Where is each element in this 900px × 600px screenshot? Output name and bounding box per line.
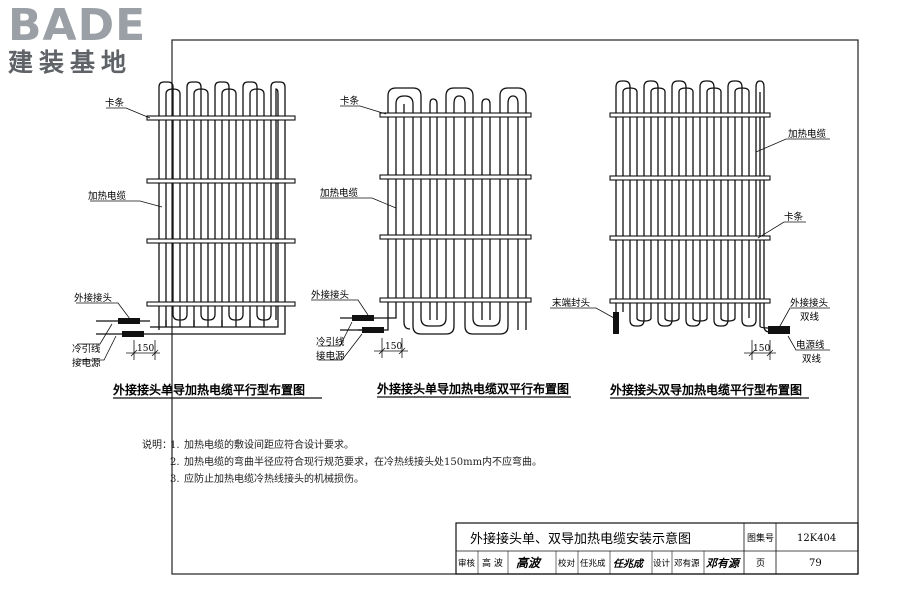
note-item-2: 2. 加热电缆的弯曲半径应符合现行规范要求，在冷热线接头处150mm内不应弯曲。 (142, 454, 542, 471)
note-text: 应防止加热电缆冷热线接头的机械损伤。 (184, 474, 364, 485)
title-block-check-label: 校对 (558, 558, 576, 569)
diagram-1-label-external-joint: 外接接头 (74, 292, 112, 304)
title-block (455, 522, 859, 575)
diagram-2-label-clip: 卡条 (340, 95, 360, 107)
title-block-page-number: 79 (809, 558, 822, 569)
diagram-2-external-joint (352, 315, 374, 321)
title-block-review-label: 审核 (458, 558, 476, 569)
note-item-3: 3. 应防止加热电缆冷热线接头的机械损伤。 (142, 471, 542, 488)
diagram-2-label-power-joint: 接电源 (316, 350, 345, 362)
title-block-designer: 邓有源 (674, 558, 700, 569)
diagram-1-power-joint (122, 331, 144, 337)
logo-brand: BADE (8, 0, 147, 51)
diagram-2-clip (379, 297, 532, 303)
diagram-1-cable-inner-joins (165, 320, 251, 327)
title-block-design-label: 设计 (653, 558, 671, 569)
diagram-3-label-end-cap: 末端封头 (552, 297, 590, 309)
notes-lead: 说明： (142, 440, 172, 451)
logo: BADE 建装基地 (8, 2, 178, 78)
diagram-2-label-external-joint: 外接接头 (311, 289, 349, 301)
diagram-1-clips (146, 115, 296, 307)
logo-subtitle: 建装基地 (8, 48, 133, 77)
title-block-atlas-number: 12K404 (797, 533, 836, 544)
diagram-3-clip (609, 175, 771, 181)
diagram-3-label-double-wire: 双线 (800, 311, 820, 323)
title-block-title: 外接接头单、双导加热电缆安装示意图 (470, 531, 691, 547)
diagram-2: 卡条 加热电缆 外接接头 冷引线 接电源 150 外接接头单导加热电缆双平行布置… (311, 87, 571, 398)
title-block-page-label: 页 (756, 558, 765, 569)
diagram-3-cable-inner (622, 92, 790, 329)
diagram-1-cable (140, 81, 286, 335)
diagram-1-dimension-label: 150 (137, 344, 154, 354)
diagram-2-clips (379, 112, 532, 303)
diagram-3-dimension-label: 150 (753, 344, 770, 354)
diagram-3-label-external-joint: 外接接头 (790, 297, 828, 309)
diagram-3-label-power-line: 电源线 (796, 339, 825, 351)
title-block-reviewer: 高 波 (482, 557, 503, 569)
diagram-3-cable (615, 80, 790, 333)
note-text: 加热电缆的弯曲半径应符合现行规范要求，在冷热线接头处150mm内不应弯曲。 (184, 457, 543, 468)
note-number: 2. (170, 457, 180, 468)
diagram-1-label-clip: 卡条 (105, 97, 125, 109)
diagram-3-label-cable: 加热电缆 (788, 128, 827, 140)
note-number: 3. (170, 474, 180, 485)
diagram-1: 卡条 加热电缆 外接接头 冷引线 接电源 150 外接接头单导加热电缆平行型布置… (72, 81, 322, 399)
diagram-2-cable (358, 87, 527, 335)
diagram-1-leaders (76, 107, 163, 361)
note-item-1: 说明：1. 加热电缆的敷设间距应符合设计要求。 (142, 437, 542, 454)
diagram-2-dimension (374, 338, 408, 358)
notes: 说明：1. 加热电缆的敷设间距应符合设计要求。 2. 加热电缆的弯曲半径应符合现行规… (142, 437, 542, 488)
title-block-designer-signature: 邓有源 (706, 557, 741, 570)
diagram-1-clip (146, 301, 296, 307)
diagram-3-caption: 外接接头双导加热电缆平行型布置图 (610, 382, 802, 397)
diagram-1-external-joint (118, 318, 140, 324)
diagram-3-label-double-wire-2: 双线 (802, 353, 822, 365)
diagram-2-label-cold-lead: 冷引线 (316, 336, 345, 348)
diagram-2-caption: 外接接头单导加热电缆双平行布置图 (377, 381, 569, 396)
diagram-3: 加热电缆 卡条 末端封头 外接接头 双线 电源线 双线 150 外接接头双导加热… (550, 80, 830, 399)
diagram-3-cable-inner-bends (622, 87, 750, 322)
diagram-3-cable-outer (615, 80, 790, 333)
diagram-1-dimension (126, 340, 160, 360)
diagram-3-clip (609, 112, 771, 118)
diagram-1-label-cold-lead: 冷引线 (72, 343, 101, 355)
diagram-3-end-cap (613, 312, 619, 334)
diagram-2-power-joint (362, 327, 384, 333)
title-block-atlas-label: 图集号 (747, 532, 774, 544)
diagram-1-cable-inner (150, 88, 279, 328)
diagram-1-caption: 外接接头单导加热电缆平行型布置图 (113, 382, 305, 397)
diagram-1-cable-inner-bends (165, 88, 265, 95)
diagram-2-dimension-label: 150 (385, 342, 402, 352)
note-text: 加热电缆的敷设间距应符合设计要求。 (184, 440, 354, 451)
note-number: 1. (170, 440, 180, 451)
diagram-2-clip (379, 234, 532, 240)
diagram-1-clip (146, 238, 296, 244)
diagram-3-leaders (550, 138, 830, 351)
diagram-3-label-clip: 卡条 (784, 211, 804, 223)
diagram-2-label-cable: 加热电缆 (320, 187, 359, 199)
diagram-3-clips (609, 112, 771, 304)
title-block-checker-signature: 任兆成 (613, 558, 645, 570)
diagram-3-dimension (744, 340, 776, 360)
diagram-1-clip (146, 115, 296, 121)
diagram-1-label-power-joint: 接电源 (72, 357, 101, 369)
title-block-reviewer-signature: 高波 (516, 556, 542, 570)
diagram-1-joints (96, 318, 150, 337)
diagram-3-clip (609, 235, 771, 241)
diagram-3-external-joint (768, 326, 790, 334)
diagram-2-leaders (311, 105, 397, 361)
diagram-2-cable-inner (360, 95, 519, 335)
diagram-3-clip (609, 298, 771, 304)
diagram-2-clip (379, 112, 532, 118)
diagram-1-label-cable: 加热电缆 (88, 190, 127, 202)
diagram-2-cable-inner-2 (403, 98, 491, 330)
diagram-2-joints (340, 315, 384, 333)
diagram-2-clip (379, 174, 532, 180)
title-block-checker: 任兆成 (580, 558, 606, 569)
diagram-1-clip (146, 178, 296, 184)
diagram-2-cable-outer (358, 87, 527, 331)
